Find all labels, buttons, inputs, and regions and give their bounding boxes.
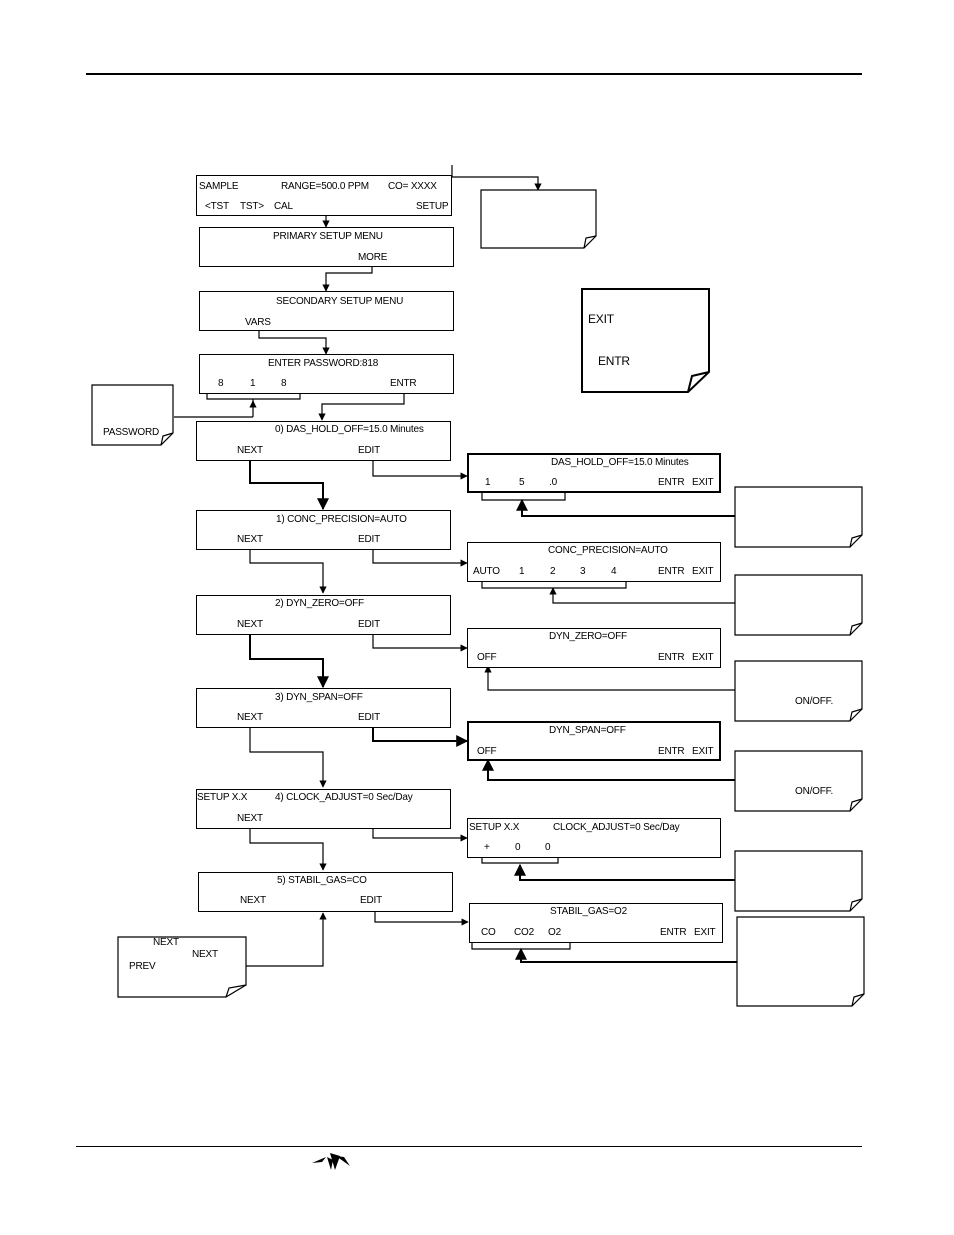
edit-title-3: DYN_SPAN=OFF	[549, 725, 626, 736]
var-next-button-1[interactable]: NEXT	[237, 534, 263, 545]
var-next-button-5[interactable]: NEXT	[240, 895, 266, 906]
tst-right-button[interactable]: TST>	[240, 201, 264, 212]
var-title-4: 4) CLOCK_ADJUST=0 Sec/Day	[275, 792, 413, 803]
edit-key-5-2[interactable]: O2	[548, 927, 561, 938]
nav-note-next-2: NEXT	[192, 949, 218, 960]
edit-key-0-1[interactable]: 5	[519, 477, 525, 488]
header-rule	[86, 73, 862, 75]
edit-prefix-4: SETUP X.X	[469, 822, 520, 833]
primary-setup-title: PRIMARY SETUP MENU	[273, 231, 383, 242]
password-title: ENTER PASSWORD:818	[268, 358, 379, 369]
side-note-onoff-3: ON/OFF.	[795, 786, 834, 797]
edit-screen-5	[469, 903, 723, 943]
edit-exit-button-1[interactable]: EXIT	[692, 566, 714, 577]
sample-mode-label: SAMPLE	[199, 181, 239, 192]
setup-button[interactable]: SETUP	[416, 201, 449, 212]
var-title-5: 5) STABIL_GAS=CO	[277, 875, 367, 886]
secondary-setup-title: SECONDARY SETUP MENU	[276, 296, 404, 307]
var-screen-5	[198, 872, 453, 912]
footer-rule	[76, 1146, 862, 1147]
password-digit-1[interactable]: 8	[218, 378, 224, 389]
edit-key-4-0[interactable]: +	[484, 842, 490, 853]
sample-co-label: CO= XXXX	[388, 181, 437, 192]
edit-entr-button-1[interactable]: ENTR	[658, 566, 685, 577]
secondary-setup-screen	[199, 291, 454, 331]
edit-key-0-2[interactable]: .0	[549, 477, 557, 488]
var-title-1: 1) CONC_PRECISION=AUTO	[276, 514, 407, 525]
edit-key-1-1[interactable]: 1	[519, 566, 525, 577]
cal-button[interactable]: CAL	[274, 201, 293, 212]
edit-key-5-1[interactable]: CO2	[514, 927, 534, 938]
var-title-0: 0) DAS_HOLD_OFF=15.0 Minutes	[275, 424, 424, 435]
edit-exit-button-2[interactable]: EXIT	[692, 652, 714, 663]
side-note-onoff-2: ON/OFF.	[795, 696, 834, 707]
vars-button[interactable]: VARS	[245, 317, 271, 328]
var-next-button-2[interactable]: NEXT	[237, 619, 263, 630]
password-digit-2[interactable]: 1	[250, 378, 256, 389]
var-edit-button-2[interactable]: EDIT	[358, 619, 380, 630]
var-title-2: 2) DYN_ZERO=OFF	[275, 598, 364, 609]
var-screen-2	[196, 595, 451, 635]
var-edit-button-0[interactable]: EDIT	[358, 445, 380, 456]
var-edit-button-3[interactable]: EDIT	[358, 712, 380, 723]
var-screen-3	[196, 688, 451, 728]
exit-note-entr: ENTR	[598, 354, 630, 368]
edit-title-2: DYN_ZERO=OFF	[549, 631, 627, 642]
edit-key-4-2[interactable]: 0	[545, 842, 551, 853]
edit-key-1-2[interactable]: 2	[550, 566, 556, 577]
edit-exit-button-0[interactable]: EXIT	[692, 477, 714, 488]
var-screen-4	[196, 789, 451, 829]
edit-title-5: STABIL_GAS=O2	[550, 906, 627, 917]
var-edit-button-5[interactable]: EDIT	[360, 895, 382, 906]
var-next-button-3[interactable]: NEXT	[237, 712, 263, 723]
edit-exit-button-5[interactable]: EXIT	[694, 927, 716, 938]
var-title-3: 3) DYN_SPAN=OFF	[275, 692, 363, 703]
password-digit-3[interactable]: 8	[281, 378, 287, 389]
sample-range-label: RANGE=500.0 PPM	[281, 181, 369, 192]
edit-key-1-3[interactable]: 3	[580, 566, 586, 577]
var-prefix-4: SETUP X.X	[197, 792, 248, 803]
edit-key-2-0[interactable]: OFF	[477, 652, 497, 663]
edit-title-4: CLOCK_ADJUST=0 Sec/Day	[553, 822, 680, 833]
more-button[interactable]: MORE	[358, 252, 388, 263]
edit-screen-4	[467, 818, 721, 858]
edit-key-1-0[interactable]: AUTO	[473, 566, 500, 577]
edit-screen-2	[467, 628, 721, 668]
password-note-label: PASSWORD	[103, 427, 159, 438]
primary-setup-screen	[199, 227, 454, 267]
nav-note-prev: PREV	[129, 961, 156, 972]
edit-key-4-1[interactable]: 0	[515, 842, 521, 853]
var-edit-button-1[interactable]: EDIT	[358, 534, 380, 545]
edit-screen-3	[467, 721, 721, 761]
edit-key-3-0[interactable]: OFF	[477, 746, 497, 757]
edit-title-0: DAS_HOLD_OFF=15.0 Minutes	[551, 457, 689, 468]
edit-screen-1	[467, 542, 721, 582]
edit-title-1: CONC_PRECISION=AUTO	[548, 545, 668, 556]
var-screen-0	[196, 421, 451, 461]
edit-entr-button-3[interactable]: ENTR	[658, 746, 685, 757]
exit-note-exit: EXIT	[588, 312, 614, 326]
edit-entr-button-5[interactable]: ENTR	[660, 927, 687, 938]
edit-key-0-0[interactable]: 1	[485, 477, 491, 488]
company-logo	[312, 1153, 350, 1170]
var-next-button-4[interactable]: NEXT	[237, 813, 263, 824]
tst-left-button[interactable]: <TST	[205, 201, 229, 212]
edit-key-5-0[interactable]: CO	[481, 927, 496, 938]
edit-entr-button-0[interactable]: ENTR	[658, 477, 685, 488]
password-entr-button[interactable]: ENTR	[390, 378, 417, 389]
edit-entr-button-2[interactable]: ENTR	[658, 652, 685, 663]
nav-note-next-1: NEXT	[153, 937, 179, 948]
password-screen	[199, 354, 454, 394]
edit-exit-button-3[interactable]: EXIT	[692, 746, 714, 757]
var-next-button-0[interactable]: NEXT	[237, 445, 263, 456]
var-screen-1	[196, 510, 451, 550]
edit-key-1-4[interactable]: 4	[611, 566, 617, 577]
edit-screen-0	[467, 453, 721, 493]
sample-screen	[196, 175, 452, 216]
